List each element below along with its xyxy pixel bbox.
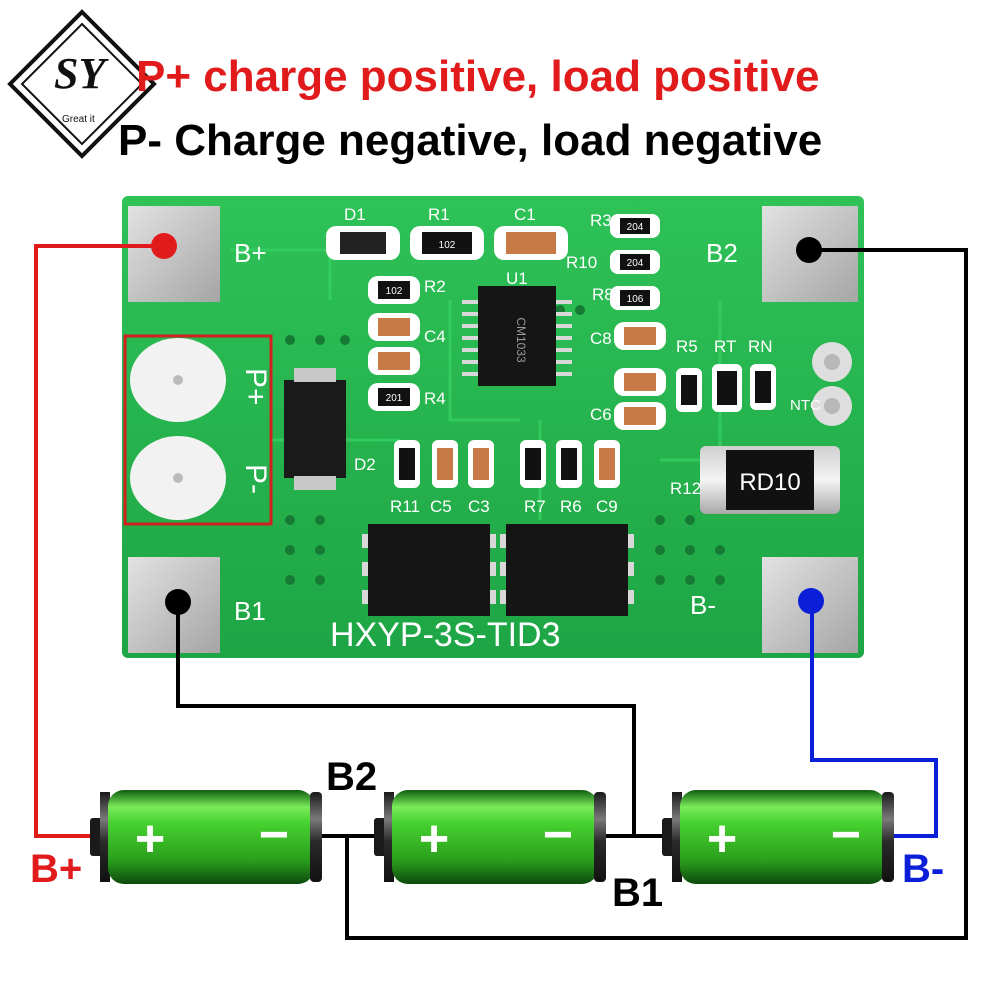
logo-letters: SY bbox=[54, 49, 106, 98]
label-b-minus: B- bbox=[902, 847, 944, 891]
ic-marking: CM1033 bbox=[514, 317, 528, 363]
label-b1: B1 bbox=[612, 871, 663, 915]
dot-b-minus bbox=[798, 588, 824, 614]
silk-c3: C3 bbox=[468, 497, 490, 516]
silk-c1: C1 bbox=[514, 205, 536, 224]
dot-b2 bbox=[796, 237, 822, 263]
dot-b-plus bbox=[151, 233, 177, 259]
silk-r8: R8 bbox=[592, 285, 614, 304]
silk-c4-c2: C4 bbox=[424, 327, 446, 346]
silk-ntc: NTC bbox=[790, 397, 821, 414]
board-model: HXYP-3S-TID3 bbox=[330, 616, 561, 654]
silk-p-minus: P- bbox=[239, 464, 272, 494]
silk-b-minus: B- bbox=[690, 590, 716, 620]
silk-r10: R10 bbox=[566, 253, 597, 272]
wire-b-minus bbox=[810, 600, 938, 838]
battery-3-minus: − bbox=[831, 806, 861, 864]
mosfet-left bbox=[362, 524, 496, 616]
battery-2-minus: − bbox=[543, 806, 573, 864]
header-line-2: P- Charge negative, load negative bbox=[118, 116, 823, 165]
silk-c5: C5 bbox=[430, 497, 452, 516]
dot-b1 bbox=[165, 589, 191, 615]
wire-b1 bbox=[176, 602, 636, 836]
silk-b1: B1 bbox=[234, 596, 266, 626]
silk-r7: R7 bbox=[524, 497, 546, 516]
silk-c8: C8 bbox=[590, 329, 612, 348]
header-line-1: P+ charge positive, load positive bbox=[136, 52, 820, 101]
smd-code-r1: 102 bbox=[439, 240, 456, 251]
silk-r6: R6 bbox=[560, 497, 582, 516]
silk-d1: D1 bbox=[344, 205, 366, 224]
battery-1-minus: − bbox=[259, 806, 289, 864]
shunt-marking: RD10 bbox=[739, 469, 800, 496]
silk-r3: R3 bbox=[590, 211, 612, 230]
pcb-board bbox=[122, 196, 864, 658]
logo-tagline: Great it bbox=[62, 114, 95, 125]
battery-1-plus: + bbox=[135, 810, 165, 868]
silk-r5: R5 bbox=[676, 337, 698, 356]
brand-logo: SY Great it bbox=[6, 8, 158, 160]
battery-1 bbox=[90, 790, 322, 884]
label-b2: B2 bbox=[326, 755, 377, 799]
silk-r2: R2 bbox=[424, 277, 446, 296]
silk-b2: B2 bbox=[706, 238, 738, 268]
smd-code-r3: 204 bbox=[627, 222, 644, 233]
silk-rt: RT bbox=[714, 337, 736, 356]
smd-code-r4: 201 bbox=[386, 393, 403, 404]
silk-c9: C9 bbox=[596, 497, 618, 516]
output-highlight-box bbox=[123, 334, 273, 526]
middle-components bbox=[394, 440, 620, 488]
silk-r1: R1 bbox=[428, 205, 450, 224]
silk-rn: RN bbox=[748, 337, 773, 356]
smd-code-r8: 106 bbox=[627, 294, 644, 305]
right-components bbox=[610, 214, 852, 430]
battery-3 bbox=[662, 790, 894, 884]
silk-r11: R11 bbox=[390, 497, 420, 516]
battery-2-plus: + bbox=[419, 810, 449, 868]
silk-p-plus: P+ bbox=[239, 368, 272, 406]
left-components bbox=[368, 276, 420, 411]
label-b-plus: B+ bbox=[30, 847, 82, 891]
smd-code-r10: 204 bbox=[627, 258, 644, 269]
smd-code-r2: 102 bbox=[386, 286, 403, 297]
silk-r4: R4 bbox=[424, 389, 446, 408]
top-components bbox=[326, 226, 568, 260]
silk-u1: U1 bbox=[506, 269, 528, 288]
diode-d2 bbox=[284, 380, 346, 478]
mosfet-right bbox=[500, 524, 634, 616]
ic-u1 bbox=[462, 286, 572, 386]
wire-b-plus bbox=[34, 244, 163, 838]
silk-c6-c7: C6 bbox=[590, 405, 612, 424]
silk-d2: D2 bbox=[354, 455, 376, 474]
battery-2 bbox=[374, 790, 606, 884]
battery-3-plus: + bbox=[707, 810, 737, 868]
silk-r12: R12 bbox=[670, 479, 701, 498]
silk-b-plus: B+ bbox=[234, 238, 267, 268]
